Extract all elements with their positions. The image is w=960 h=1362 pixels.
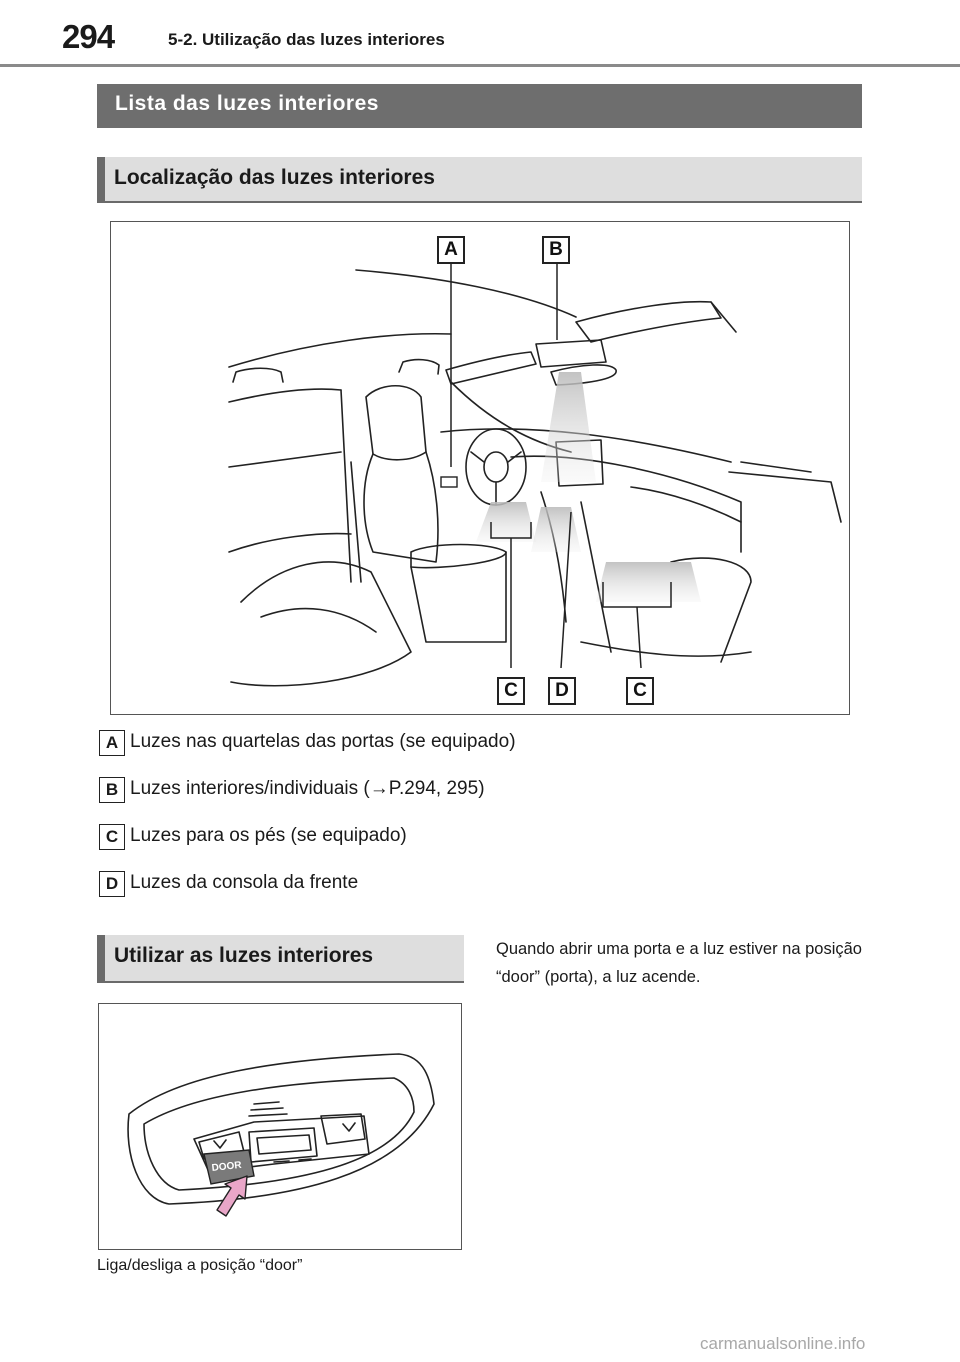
legend-key: C: [99, 824, 125, 850]
callout-c-right: C: [626, 677, 654, 705]
callout-d: D: [548, 677, 576, 705]
legend-key: B: [99, 777, 125, 803]
legend-text: Luzes nas quartelas das portas (se equip…: [130, 731, 516, 752]
callout-a: A: [437, 236, 465, 264]
watermark: carmanualsonline.info: [700, 1334, 866, 1353]
interior-lights-illustration: A B C D C: [110, 221, 850, 715]
section-banner: Lista das luzes interiores: [97, 84, 862, 128]
door-position-description: Quando abrir uma porta e a luz estiver n…: [496, 940, 862, 986]
callout-b: B: [542, 236, 570, 264]
door-switch-illustration: DOOR: [98, 1003, 462, 1250]
door-switch-label: DOOR: [211, 1160, 243, 1174]
legend-key: D: [99, 871, 125, 897]
car-interior-drawing: [228, 260, 842, 687]
chapter-title: 5-2. Utilização das luzes interiores: [168, 30, 445, 49]
overhead-console-drawing: DOOR: [127, 1053, 435, 1217]
page-number: 294: [62, 18, 115, 55]
subsection-banner-location: Localização das luzes interiores: [97, 157, 862, 203]
legend-text: Luzes para os pés (se equipado): [130, 825, 407, 846]
figure-caption: Liga/desliga a posição “door”: [97, 1257, 303, 1274]
legend-key: A: [99, 730, 125, 756]
subsection-banner-use: Utilizar as luzes interiores: [97, 935, 464, 983]
header-divider: [0, 64, 960, 67]
legend-text: Luzes da consola da frente: [130, 872, 359, 893]
callout-c-left: C: [497, 677, 525, 705]
legend-text-page-link[interactable]: Luzes interiores/individuais (→P.294, 29…: [130, 778, 485, 799]
